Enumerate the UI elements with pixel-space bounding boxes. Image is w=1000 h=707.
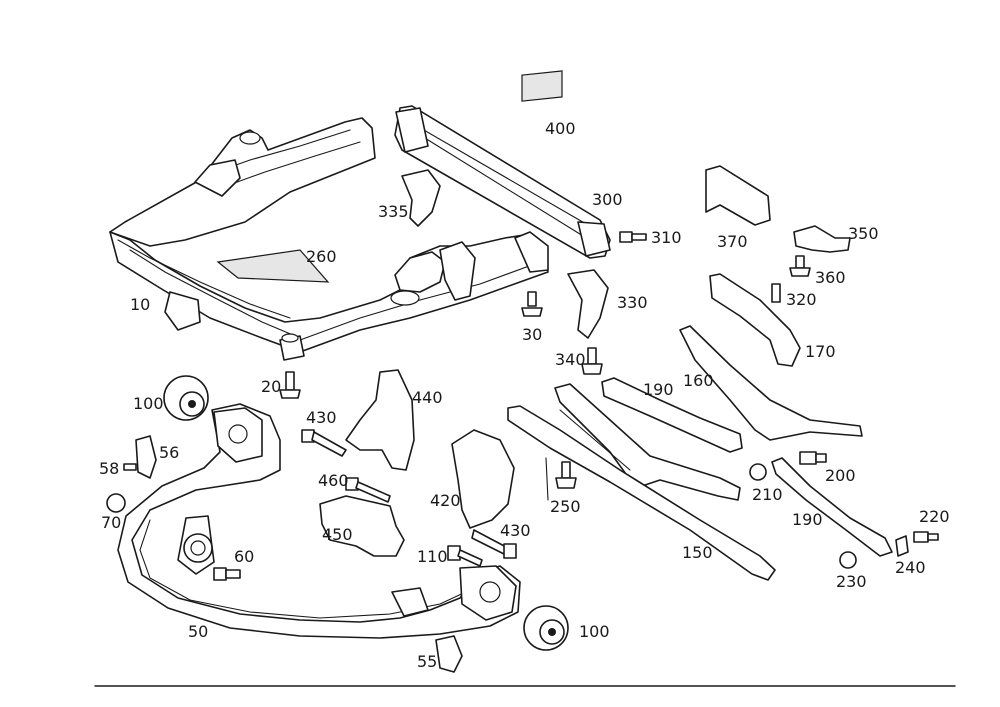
callout-300: 300 [592,190,623,209]
bracket-56-drawing [135,435,157,479]
bolt-250-drawing [555,461,577,489]
callout-440: 440 [412,388,443,407]
arm-190a-drawing [601,377,743,453]
callout-370: 370 [717,232,748,251]
callout-320: 320 [786,290,817,309]
callout-200: 200 [825,466,856,485]
callout-150: 150 [682,543,713,562]
nut-230-drawing [839,551,857,569]
callout-260: 260 [306,247,337,266]
callout-250: 250 [550,497,581,516]
bracket-350-drawing [793,225,851,253]
callout-360: 360 [815,268,846,287]
mount-450-drawing [319,495,405,557]
bumper-beam-drawing [394,70,611,259]
hub-100a-drawing [163,375,209,421]
callout-100-lower: 100 [579,622,610,641]
callout-30: 30 [522,325,542,344]
callout-420: 420 [430,491,461,510]
screw-58-drawing [123,463,137,471]
bolt-30-drawing [521,291,543,317]
callout-55: 55 [417,652,437,671]
callout-160: 160 [683,371,714,390]
washer-240-drawing [895,535,909,557]
hub-100b-drawing [523,605,569,651]
callout-56: 56 [159,443,179,462]
bolt-110-drawing [447,545,483,567]
callout-350: 350 [848,224,879,243]
callout-330: 330 [617,293,648,312]
callout-110: 110 [417,547,448,566]
bolt-430b-drawing [471,529,517,559]
callout-430-lower: 430 [500,521,531,540]
callout-240: 240 [895,558,926,577]
front-subframe-drawing [109,117,549,361]
callout-450: 450 [322,525,353,544]
bolt-460-drawing [345,477,391,503]
callout-10: 10 [130,295,150,314]
bolt-200-drawing [799,451,827,465]
arm-170-drawing [709,273,801,367]
callout-70: 70 [101,513,121,532]
callout-20: 20 [261,377,281,396]
callout-400: 400 [545,119,576,138]
callout-60: 60 [234,547,254,566]
bracket-330-drawing [567,269,609,339]
callout-50: 50 [188,622,208,641]
arm-160-drawing [679,325,863,441]
callout-430-upper: 430 [306,408,337,427]
arm-150-drawing [554,383,741,501]
bolt-340-drawing [581,347,603,375]
callout-190-lower: 190 [792,510,823,529]
callout-190-upper: 190 [643,380,674,399]
axle-carrier-50-drawing [117,403,521,639]
bracket-55-drawing [435,635,463,673]
pin-320-drawing [771,283,781,303]
part-400-pad [521,70,563,102]
callout-210: 210 [752,485,783,504]
mount-440-drawing [345,369,415,471]
callout-460: 460 [318,471,349,490]
bushing-70-drawing [106,493,126,513]
callout-230: 230 [836,572,867,591]
nut-210-drawing [749,463,767,481]
bolt-220-drawing [913,531,939,543]
callout-170: 170 [805,342,836,361]
callout-335: 335 [378,202,409,221]
bolt-430a-drawing [301,429,347,457]
arm-190b-drawing [771,457,893,557]
callout-100-upper: 100 [133,394,164,413]
bolt-310-drawing [619,231,647,243]
part-260-pad [216,249,330,283]
bolt-360-drawing [789,255,811,277]
bracket-335-drawing [401,169,441,227]
bolt-20-drawing [279,371,301,399]
callout-310: 310 [651,228,682,247]
callout-220: 220 [919,507,950,526]
bracket-370-drawing [705,165,771,226]
bolt-60-drawing [213,567,241,581]
callout-340: 340 [555,350,586,369]
callout-58: 58 [99,459,119,478]
mount-420-drawing [451,429,515,529]
